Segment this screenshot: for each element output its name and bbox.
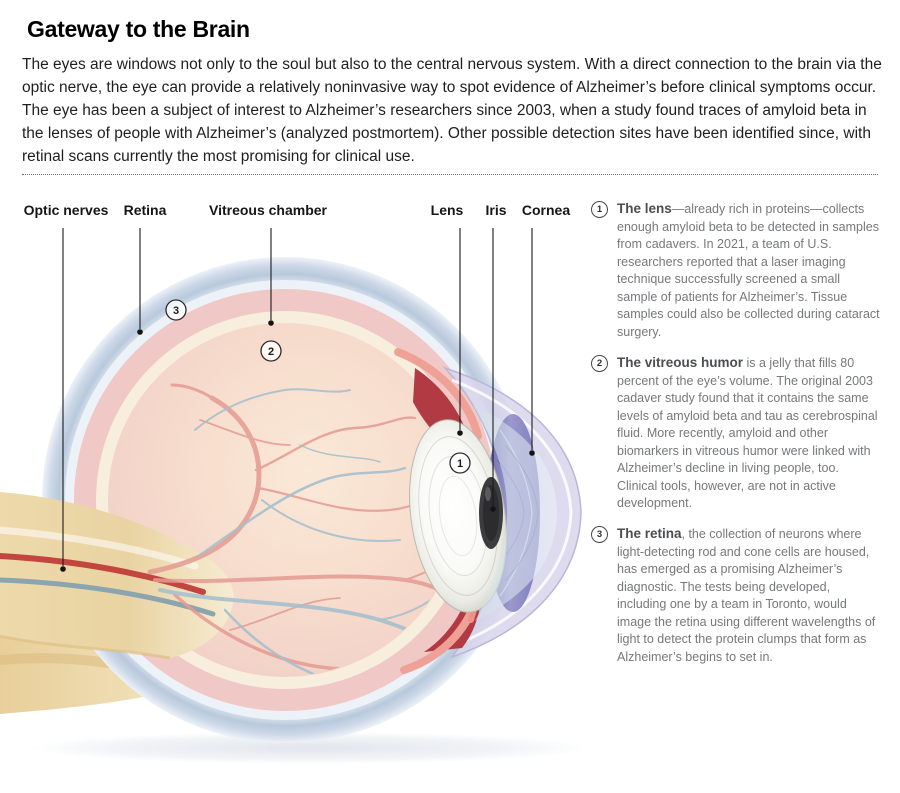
label-optic-nerves: Optic nerves bbox=[23, 202, 109, 218]
annotation-vitreous: 2 The vitreous humor is a jelly that fil… bbox=[591, 354, 883, 513]
ciliary-body-bottom bbox=[424, 556, 482, 652]
annotation-3-body: , the collection of neurons where light-… bbox=[617, 527, 876, 664]
label-vitreous-chamber: Vitreous chamber bbox=[208, 202, 328, 218]
intro-paragraph: The eyes are windows not only to the sou… bbox=[22, 56, 882, 165]
callout-3-circle: 3 bbox=[165, 299, 187, 321]
label-retina: Retina bbox=[123, 202, 167, 218]
label-iris: Iris bbox=[485, 202, 507, 218]
annotation-lens: 1 The lens—already rich in proteins—coll… bbox=[591, 200, 883, 341]
label-cornea: Cornea bbox=[521, 202, 571, 218]
annotation-3-text: The retina, the collection of neurons wh… bbox=[617, 525, 881, 666]
callout-2-circle: 2 bbox=[260, 340, 282, 362]
label-lens: Lens bbox=[430, 202, 464, 218]
pupil bbox=[479, 477, 503, 549]
annotation-retina: 3 The retina, the collection of neurons … bbox=[591, 525, 883, 666]
annotation-3-lead: The retina bbox=[617, 526, 682, 541]
callout-1-circle: 1 bbox=[449, 452, 471, 474]
optic-nerve bbox=[0, 492, 234, 660]
annotation-1-text: The lens—already rich in proteins—collec… bbox=[617, 200, 881, 341]
pointer-dots bbox=[60, 320, 535, 572]
annotation-1-lead: The lens bbox=[617, 201, 672, 216]
callout-1-number: 1 bbox=[457, 458, 463, 470]
annotation-3-badge: 3 bbox=[591, 526, 608, 543]
callout-3-number: 3 bbox=[173, 305, 179, 317]
eyeball bbox=[42, 257, 528, 743]
anterior-segment bbox=[394, 348, 582, 674]
annotation-2-lead: The vitreous humor bbox=[617, 355, 744, 370]
dotted-divider bbox=[22, 174, 878, 175]
pointer-lines bbox=[62, 228, 533, 566]
annotation-1-body: —already rich in proteins—collects enoug… bbox=[617, 202, 880, 339]
nerve-artery bbox=[0, 553, 206, 595]
floor-shadow bbox=[30, 732, 590, 764]
page-title: Gateway to the Brain bbox=[27, 16, 250, 42]
annotation-2-badge: 2 bbox=[591, 355, 608, 372]
annotation-1-badge: 1 bbox=[591, 201, 608, 218]
annotation-2-text: The vitreous humor is a jelly that fills… bbox=[617, 354, 881, 513]
callout-2-number: 2 bbox=[268, 346, 274, 358]
cornea bbox=[473, 405, 557, 621]
annotation-2-body: is a jelly that fills 80 percent of the … bbox=[617, 356, 878, 510]
